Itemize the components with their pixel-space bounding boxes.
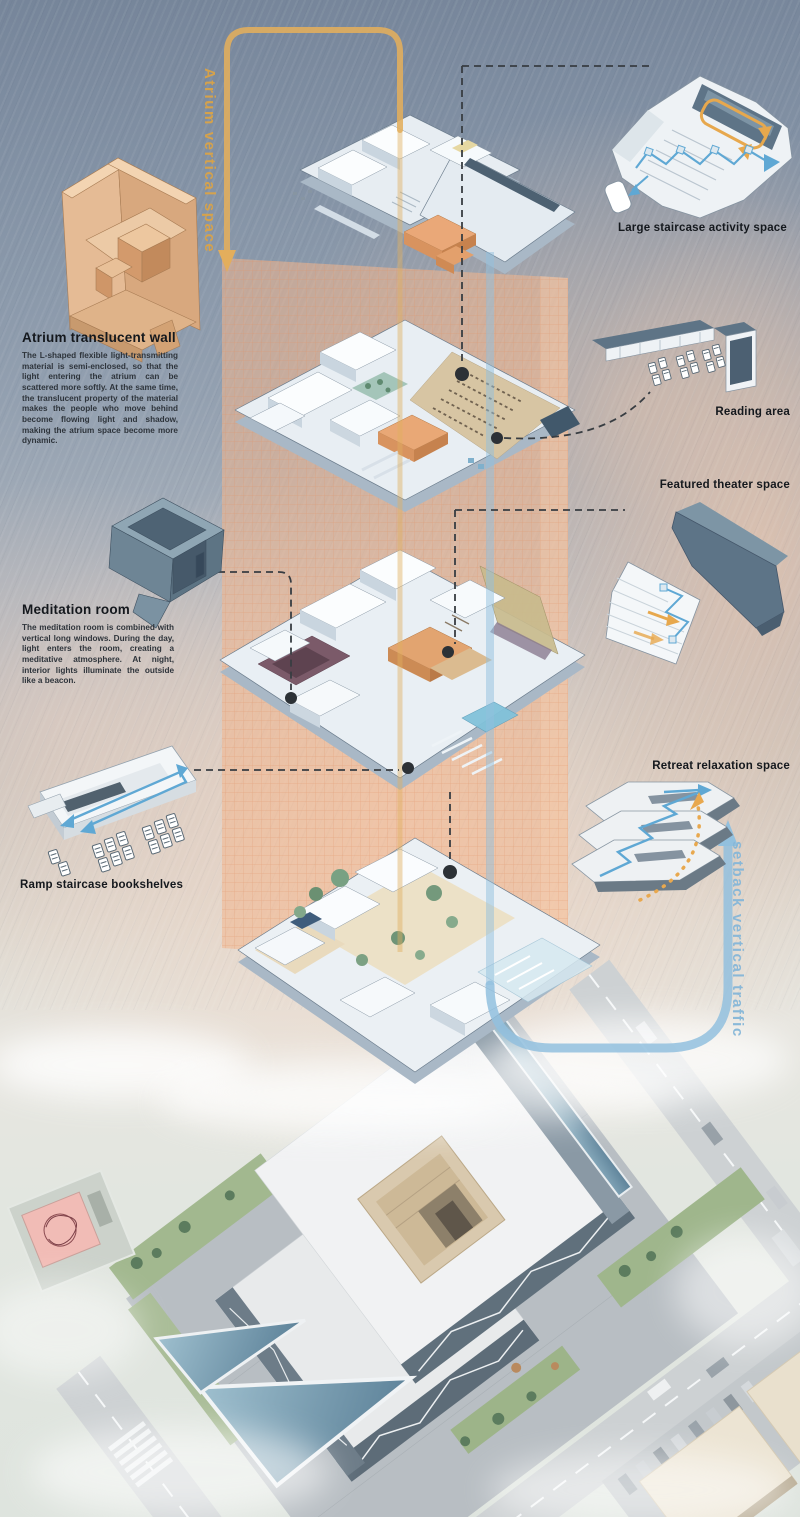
floor-plate-4 [237, 837, 601, 1084]
callout-meditation-room-title: Meditation room [22, 602, 130, 617]
arrow-down-icon [218, 250, 236, 272]
callout-atrium-wall-title: Atrium translucent wall [22, 330, 176, 345]
detail-retreat [571, 781, 740, 902]
detail-ramp-bookshelves [27, 745, 197, 877]
callout-meditation-room: Meditation room The meditation room is c… [22, 602, 174, 687]
callout-atrium-wall: Atrium translucent wall The L-shaped fle… [22, 330, 178, 447]
atrium-flow-label: Atrium vertical space [201, 68, 218, 254]
callout-meditation-room-body: The meditation room is combined with ver… [22, 623, 174, 686]
callout-atrium-wall-body: The L-shaped flexible light-transmitting… [22, 351, 178, 446]
site-inset-plan [6, 1169, 136, 1293]
detail-theater [605, 502, 788, 665]
detail-meditation-room [108, 497, 225, 629]
plate4-trees [294, 869, 458, 966]
label-reading-area: Reading area [715, 406, 790, 418]
detail-atrium-wall [61, 157, 201, 363]
setback-flow-label: setback vertical traffic [729, 841, 746, 1038]
leader-lines [182, 65, 652, 862]
clouds [0, 1018, 800, 1517]
label-retreat: Retreat relaxation space [652, 760, 790, 772]
atrium-flow-path [218, 27, 403, 952]
detail-large-staircase [604, 75, 793, 219]
connector-dots [285, 367, 503, 879]
floor-plate-1 [293, 114, 576, 274]
label-ramp-bookshelves: Ramp staircase bookshelves [20, 879, 184, 891]
label-large-staircase: Large staircase activity space [617, 222, 787, 234]
courtyard [357, 1135, 506, 1284]
label-theater: Featured theater space [659, 479, 790, 491]
detail-reading-area [592, 320, 757, 393]
